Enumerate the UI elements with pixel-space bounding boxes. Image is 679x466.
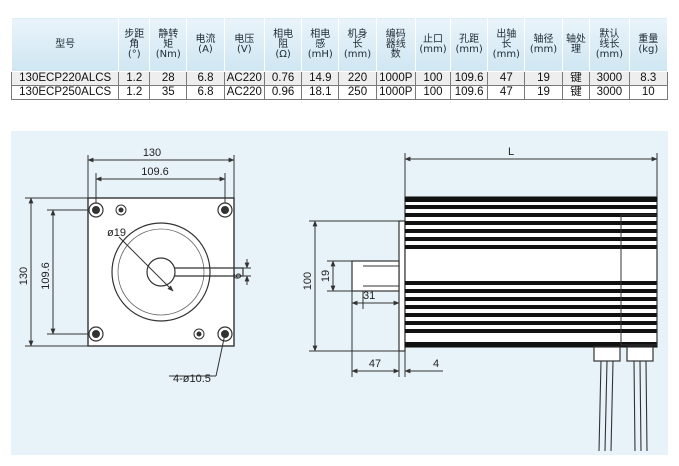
table-cell: 8.3 <box>628 71 669 86</box>
table-row: 130ECP220ALCS 1.2 28 6.8 AC220 0.76 14.9… <box>10 71 669 86</box>
dim-key: 6 <box>232 273 244 279</box>
dim-flange: 4 <box>433 358 439 370</box>
key-slot <box>175 267 244 277</box>
table-cell: 18.1 <box>301 85 339 100</box>
header-shaft-diameter: 轴径 (mm) <box>524 17 563 72</box>
header-shaft-treatment: 轴处 理 <box>561 17 591 72</box>
cable-gland <box>593 346 621 362</box>
table-row: 130ECP250ALCS 1.2 35 6.8 AC220 0.96 18.1… <box>10 85 669 100</box>
table-cell: 1000P <box>375 71 416 86</box>
table-cell: 1000P <box>375 85 416 100</box>
header-model: 型号 <box>10 17 120 72</box>
dim-pilot: 100 <box>302 272 314 290</box>
table-cell: 10 <box>628 85 669 100</box>
flange-circle <box>111 222 211 322</box>
header-row: 型号 步距 角 (°) 静转 矩 (Nm) 电流 (A) 电压 (V) 相电 阻… <box>10 17 669 72</box>
header-body-length: 机身 长 (mm) <box>338 17 377 72</box>
table-cell: 14.9 <box>301 71 339 86</box>
dim-length: L <box>508 146 514 158</box>
dim-shaft-len: 47 <box>369 358 381 370</box>
header-shaft-length: 出轴 长 (mm) <box>487 17 526 72</box>
table-cell: AC220 <box>223 71 265 86</box>
header-voltage: 电压 (V) <box>223 17 266 72</box>
encoder-cap <box>620 214 658 346</box>
table-cell: 100 <box>414 85 451 100</box>
table-cell: AC220 <box>223 85 265 100</box>
table-cell: 109.6 <box>450 85 488 100</box>
table-cell: 6.8 <box>186 71 225 86</box>
drawing-panel: 130 109.6 130 109.6 ø19 6 4-ø10.5 <box>11 131 668 455</box>
header-current: 电流 (A) <box>186 17 225 72</box>
cooling-fins <box>405 197 657 347</box>
housing-outline <box>87 197 235 347</box>
table-cell: 3000 <box>589 71 630 86</box>
dim-width-outer: 130 <box>143 147 161 159</box>
table-cell: 1.2 <box>118 85 150 100</box>
header-phase-inductance: 相电 感 (mH) <box>301 17 340 72</box>
table-cell: 3000 <box>589 85 630 100</box>
front-view <box>25 155 251 377</box>
table-cell: 100 <box>414 71 451 86</box>
table-cell: 130ECP250ALCS <box>10 85 119 100</box>
table-cell: 47 <box>487 85 525 100</box>
header-weight: 重量 (kg) <box>628 17 669 72</box>
table-cell: 键 <box>561 85 590 100</box>
table-cell: 19 <box>524 71 563 86</box>
table-cell: 35 <box>149 85 187 100</box>
table-cell: 220 <box>338 71 377 86</box>
dim-height-outer: 130 <box>18 267 30 285</box>
header-hole-spacing: 孔距 (mm) <box>450 17 489 72</box>
header-pilot: 止口 (mm) <box>414 17 452 72</box>
table-cell: 6.8 <box>186 85 225 100</box>
spec-table: 型号 步距 角 (°) 静转 矩 (Nm) 电流 (A) 电压 (V) 相电 阻… <box>10 17 669 100</box>
header-step-angle: 步距 角 (°) <box>118 17 151 72</box>
table-cell: 0.76 <box>263 71 302 86</box>
dim-width-holes: 109.6 <box>141 166 169 178</box>
cable-gland <box>626 346 654 362</box>
table-cell: 109.6 <box>450 71 488 86</box>
table-cell: 1.2 <box>118 71 150 86</box>
table-cell: 0.96 <box>263 85 302 100</box>
header-cable-length: 默认 线长 (mm) <box>589 17 630 72</box>
side-view <box>309 153 658 452</box>
shaft-circle <box>146 257 176 287</box>
header-holding-torque: 静转 矩 (Nm) <box>149 17 188 72</box>
header-encoder-lines: 编码 器线 数 <box>375 17 416 72</box>
dim-mount-holes: 4-ø10.5 <box>173 373 211 385</box>
flange-plate <box>398 220 406 352</box>
table-cell: 键 <box>561 71 590 86</box>
dim-shaft: 19 <box>320 270 332 282</box>
table-cell: 47 <box>487 71 525 86</box>
dim-shaft-dia: ø19 <box>107 227 126 239</box>
table-cell: 19 <box>524 85 563 100</box>
table-cell: 130ECP220ALCS <box>10 71 119 86</box>
motor-cable <box>598 360 614 452</box>
table-cell: 28 <box>149 71 187 86</box>
encoder-cable <box>633 360 648 452</box>
dim-height-holes: 109.6 <box>40 262 52 290</box>
dim-key-len: 31 <box>363 290 375 302</box>
table-cell: 250 <box>338 85 377 100</box>
header-phase-resistance: 相电 阻 (Ω) <box>263 17 303 72</box>
